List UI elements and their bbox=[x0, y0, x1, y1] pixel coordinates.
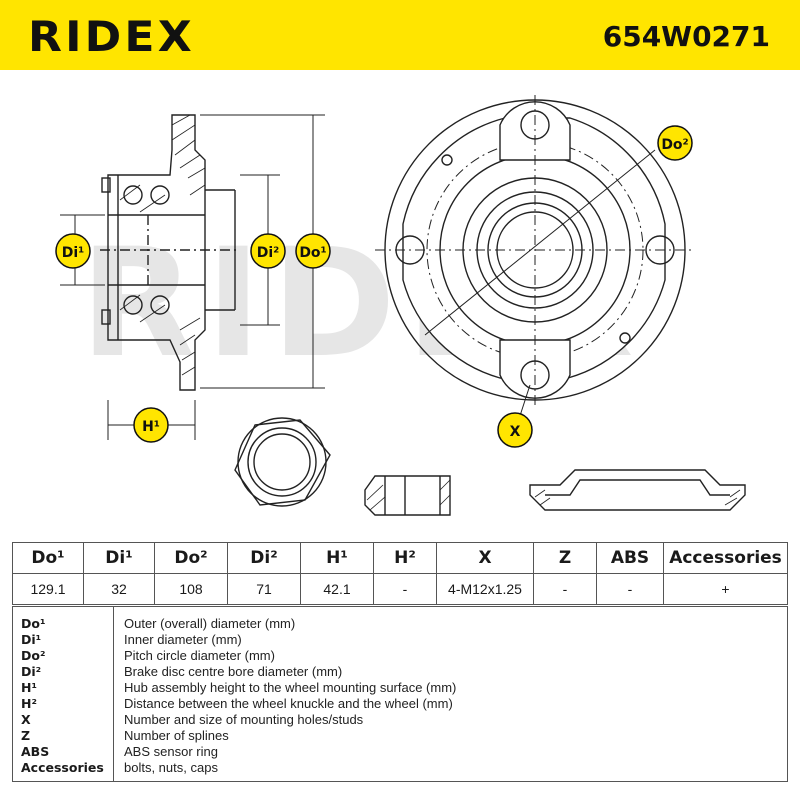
legend-row: Di¹ Inner diameter (mm) bbox=[13, 632, 789, 648]
legend-key: Do² bbox=[21, 648, 46, 663]
legend-row: Do¹ Outer (overall) diameter (mm) bbox=[13, 616, 789, 632]
dust-cap bbox=[529, 469, 746, 511]
legend-key: ABS bbox=[21, 744, 50, 759]
label-x: X bbox=[497, 412, 533, 448]
col-h2: H² bbox=[373, 542, 437, 574]
col-do1: Do¹ bbox=[12, 542, 84, 574]
legend-key: Do¹ bbox=[21, 616, 46, 631]
hub-front-view bbox=[375, 95, 695, 405]
legend-row: Accessories bolts, nuts, caps bbox=[13, 760, 789, 776]
val-di1: 32 bbox=[83, 573, 155, 605]
hub-side-view bbox=[100, 114, 240, 391]
legend-row: H² Distance between the wheel knuckle an… bbox=[13, 696, 789, 712]
val-do2: 108 bbox=[154, 573, 228, 605]
svg-text:X: X bbox=[510, 424, 521, 440]
legend-text: Distance between the wheel knuckle and t… bbox=[124, 696, 453, 711]
val-h2: - bbox=[373, 573, 437, 605]
spec-table-header: Do¹ Di¹ Do² Di² H¹ H² X Z ABS Accessorie… bbox=[12, 542, 788, 574]
legend-row: H¹ Hub assembly height to the wheel moun… bbox=[13, 680, 789, 696]
val-x: 4-M12x1.25 bbox=[436, 573, 534, 605]
part-number: 654W0271 bbox=[602, 20, 770, 53]
label-di2: Di² bbox=[250, 233, 286, 269]
legend-key: X bbox=[21, 712, 31, 727]
val-z: - bbox=[533, 573, 597, 605]
col-accessories: Accessories bbox=[663, 542, 788, 574]
legend-row: ABS ABS sensor ring bbox=[13, 744, 789, 760]
val-abs: - bbox=[596, 573, 664, 605]
col-di2: Di² bbox=[227, 542, 301, 574]
legend-text: Number and size of mounting holes/studs bbox=[124, 712, 364, 727]
legend-text: Hub assembly height to the wheel mountin… bbox=[124, 680, 457, 695]
col-abs: ABS bbox=[596, 542, 664, 574]
label-di1: Di¹ bbox=[55, 233, 91, 269]
val-accessories: + bbox=[663, 573, 788, 605]
legend-key: Di² bbox=[21, 664, 42, 679]
hub-nut bbox=[234, 417, 331, 507]
val-di2: 71 bbox=[227, 573, 301, 605]
svg-text:Di¹: Di¹ bbox=[62, 245, 85, 261]
svg-text:Di²: Di² bbox=[257, 245, 280, 261]
header-bar: RIDEX 654W0271 bbox=[0, 0, 800, 70]
legend-text: ABS sensor ring bbox=[124, 744, 218, 759]
legend-row: Z Number of splines bbox=[13, 728, 789, 744]
legend-text: Outer (overall) diameter (mm) bbox=[124, 616, 296, 631]
dimension-lines bbox=[60, 114, 325, 440]
technical-drawing: RIDEX bbox=[55, 95, 746, 516]
nut-profile bbox=[364, 475, 451, 516]
col-h1: H¹ bbox=[300, 542, 374, 574]
col-di1: Di¹ bbox=[83, 542, 155, 574]
legend-key: H¹ bbox=[21, 680, 37, 695]
legend-text: Pitch circle diameter (mm) bbox=[124, 648, 275, 663]
legend-row: X Number and size of mounting holes/stud… bbox=[13, 712, 789, 728]
svg-text:Do¹: Do¹ bbox=[299, 245, 326, 261]
legend-box: Do¹ Outer (overall) diameter (mm) Di¹ In… bbox=[12, 606, 788, 782]
legend-row: Di² Brake disc centre bore diameter (mm) bbox=[13, 664, 789, 680]
legend-key: Accessories bbox=[21, 760, 104, 775]
col-z: Z bbox=[533, 542, 597, 574]
legend-text: Brake disc centre bore diameter (mm) bbox=[124, 664, 343, 679]
spec-table: Do¹ Di¹ Do² Di² H¹ H² X Z ABS Accessorie… bbox=[12, 542, 788, 605]
legend-text: Number of splines bbox=[124, 728, 229, 743]
val-h1: 42.1 bbox=[300, 573, 374, 605]
svg-text:Do²: Do² bbox=[661, 137, 688, 153]
label-h1: H¹ bbox=[133, 407, 169, 443]
legend-row: Do² Pitch circle diameter (mm) bbox=[13, 648, 789, 664]
brand-logo: RIDEX bbox=[28, 12, 195, 61]
legend-key: H² bbox=[21, 696, 37, 711]
label-do1: Do¹ bbox=[295, 233, 331, 269]
col-x: X bbox=[436, 542, 534, 574]
legend-key: Di¹ bbox=[21, 632, 42, 647]
label-do2: Do² bbox=[657, 125, 693, 161]
legend-text: Inner diameter (mm) bbox=[124, 632, 242, 647]
legend-key: Z bbox=[21, 728, 31, 743]
val-do1: 129.1 bbox=[12, 573, 84, 605]
legend-divider bbox=[113, 607, 114, 781]
spec-table-row: 129.1 32 108 71 42.1 - 4-M12x1.25 - - + bbox=[12, 573, 788, 605]
svg-text:H¹: H¹ bbox=[142, 419, 160, 435]
legend-text: bolts, nuts, caps bbox=[124, 760, 218, 775]
col-do2: Do² bbox=[154, 542, 228, 574]
